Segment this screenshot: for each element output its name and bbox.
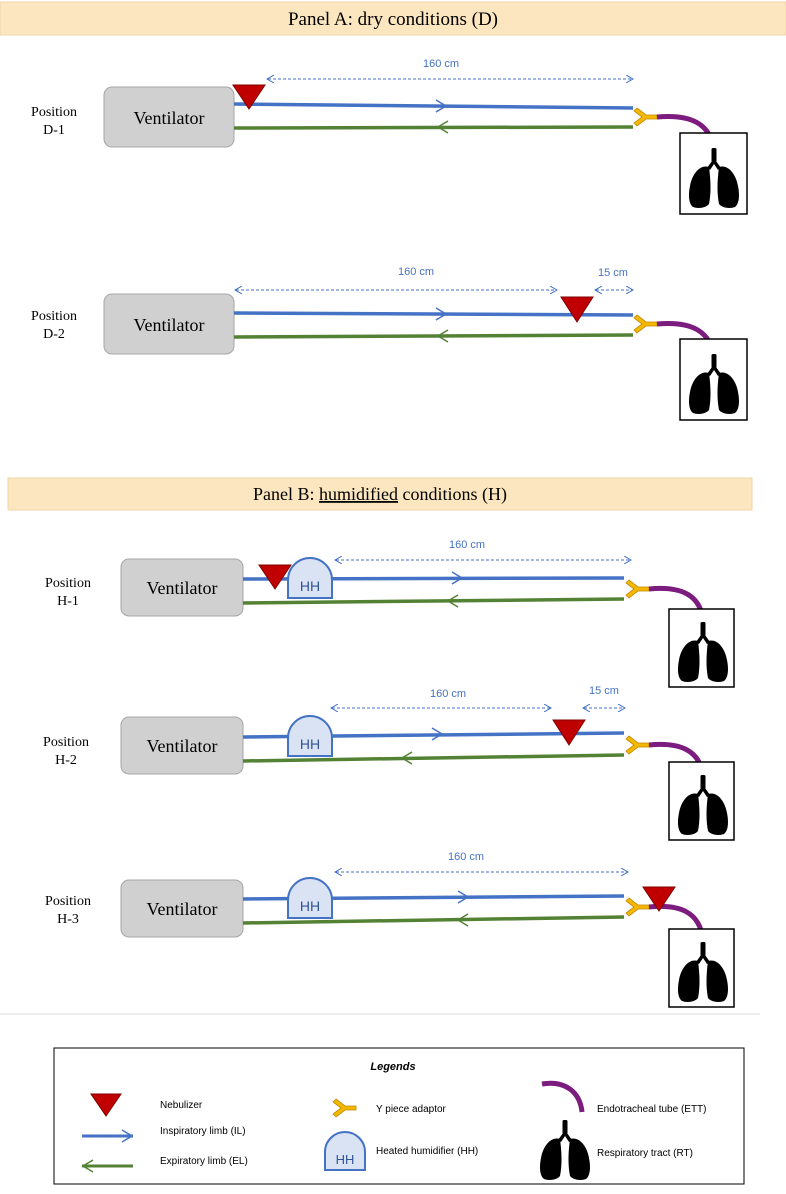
distance-label: 160 cm (449, 539, 485, 551)
position-d1: Position D-1 Ventilator 160 cm (31, 58, 748, 215)
distance-label: 160 cm (430, 688, 466, 700)
legend-label-expiratory: Expiratory limb (EL) (160, 1156, 248, 1167)
flow-arrow-icon (121, 1129, 134, 1143)
position-label: Position (45, 576, 91, 591)
ventilator-box (103, 293, 235, 355)
ventilator-label: Ventilator (134, 315, 205, 335)
position-label: Position (45, 894, 91, 909)
y-piece-icon (625, 897, 650, 917)
y-piece-icon (625, 735, 650, 755)
expiratory-limb (233, 333, 634, 339)
ventilator-label: Ventilator (147, 736, 218, 756)
expiratory-limb (242, 597, 625, 605)
legend-label-humidifier: Heated humidifier (HH) (376, 1146, 478, 1157)
legend-humidifier-glyph: HH (336, 1152, 355, 1167)
humidifier-label: HH (300, 898, 320, 914)
expiratory-limb (233, 125, 634, 130)
position-label: Position (31, 309, 77, 324)
legend-label-y-piece: Y piece adaptor (376, 1104, 447, 1115)
ventilator-box (120, 879, 244, 938)
nebulizer-icon (560, 296, 594, 323)
legend: Legends Nebulizer Inspiratory limb (IL) … (53, 1047, 745, 1185)
y-piece-icon (633, 107, 658, 127)
heated-humidifier-icon (287, 557, 333, 599)
expiratory-limb (242, 915, 625, 925)
panel-a-title: Panel A: dry conditions (D) (288, 9, 498, 30)
position-h2: Position H-2 Ventilator HH 160 cm 15 cm (43, 685, 735, 841)
flow-arrow-icon (435, 99, 448, 113)
ventilator-label: Ventilator (147, 578, 218, 598)
flow-arrow-icon (435, 307, 448, 321)
humidifier-label: HH (300, 736, 320, 752)
ventilator-label: Ventilator (134, 108, 205, 128)
legend-title: Legends (370, 1061, 415, 1073)
y-piece-icon (633, 314, 658, 334)
nebulizer-icon (232, 84, 266, 110)
legend-box (53, 1047, 745, 1185)
ventilator-box (103, 86, 235, 148)
ventilator-label: Ventilator (147, 899, 218, 919)
panel-b-header (7, 477, 753, 511)
position-label: Position (43, 735, 89, 750)
flow-arrow-icon (446, 594, 459, 608)
distance-label-short: 15 cm (589, 685, 619, 697)
y-piece-icon (625, 579, 650, 599)
position-d2: Position D-2 Ventilator 160 cm 15 cm (31, 266, 748, 421)
flow-arrow-icon (456, 913, 469, 927)
inspiratory-limb (233, 311, 634, 317)
flow-arrow-icon (81, 1159, 94, 1173)
legend-label-inspiratory: Inspiratory limb (IL) (160, 1126, 246, 1137)
inspiratory-limb (233, 102, 634, 110)
flow-arrow-icon (436, 120, 449, 134)
heated-humidifier-icon (287, 877, 333, 919)
nebulizer-icon (642, 886, 676, 912)
position-id: D-2 (43, 327, 65, 342)
distance-label: 160 cm (448, 851, 484, 863)
heated-humidifier-icon (324, 1131, 366, 1171)
nebulizer-icon (90, 1093, 122, 1117)
endotracheal-tube-icon (541, 1080, 585, 1113)
flow-arrow-icon (451, 571, 464, 585)
position-h1: Position H-1 Ventilator HH 160 cm (45, 539, 735, 688)
nebulizer-icon (552, 719, 586, 746)
distance-label-short: 15 cm (598, 267, 628, 279)
ventilator-box (120, 716, 244, 775)
position-id: H-3 (57, 912, 79, 927)
position-id: D-1 (43, 123, 65, 138)
flow-arrow-icon (436, 329, 449, 343)
panel-a-header (0, 1, 786, 36)
flow-arrow-icon (400, 751, 413, 765)
ventilator-box (120, 558, 244, 617)
legend-label-ett: Endotracheal tube (ETT) (597, 1104, 707, 1115)
flow-arrow-icon (431, 727, 444, 741)
legend-label-respiratory-tract: Respiratory tract (RT) (597, 1148, 693, 1159)
position-label: Position (31, 105, 77, 120)
panel-b-title: Panel B: humidified conditions (H) (253, 484, 507, 505)
flow-arrow-icon (457, 890, 470, 904)
distance-label: 160 cm (423, 58, 459, 70)
nebulizer-icon (258, 564, 292, 590)
position-id: H-1 (57, 594, 79, 609)
legend-label-nebulizer: Nebulizer (160, 1100, 203, 1111)
position-h3: Position H-3 Ventilator HH 160 cm (45, 851, 735, 1008)
heated-humidifier-icon (287, 715, 333, 757)
distance-label: 160 cm (398, 266, 434, 278)
humidifier-label: HH (300, 578, 320, 594)
expiratory-limb (242, 753, 625, 763)
position-id: H-2 (55, 753, 77, 768)
